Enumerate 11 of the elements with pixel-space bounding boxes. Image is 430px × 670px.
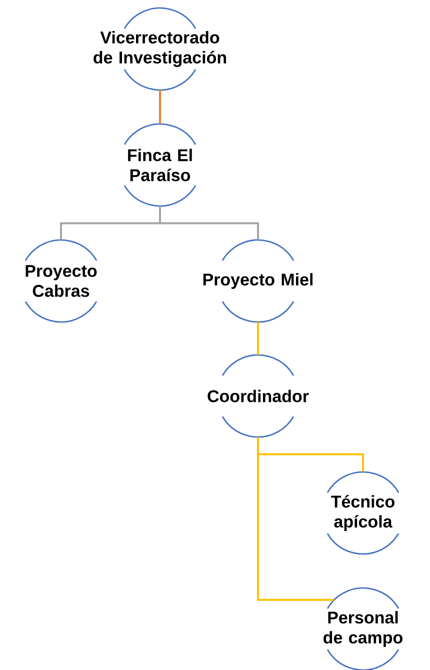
circle-node: Técnico apícola [326, 471, 400, 555]
circle-node: Coordinador [208, 354, 309, 438]
circle-node: Finca El Paraíso [124, 123, 196, 207]
circle-node: Vicerrectorado de Investigación [94, 7, 226, 91]
connector-line [257, 322, 259, 355]
circle-node: Proyecto Cabras [24, 239, 98, 323]
circle-node: Personal de campo [324, 587, 402, 670]
connector-line [257, 437, 334, 601]
connector-line [159, 206, 259, 240]
circle-node: Proyecto Miel [203, 239, 312, 323]
connector-line [159, 90, 161, 124]
